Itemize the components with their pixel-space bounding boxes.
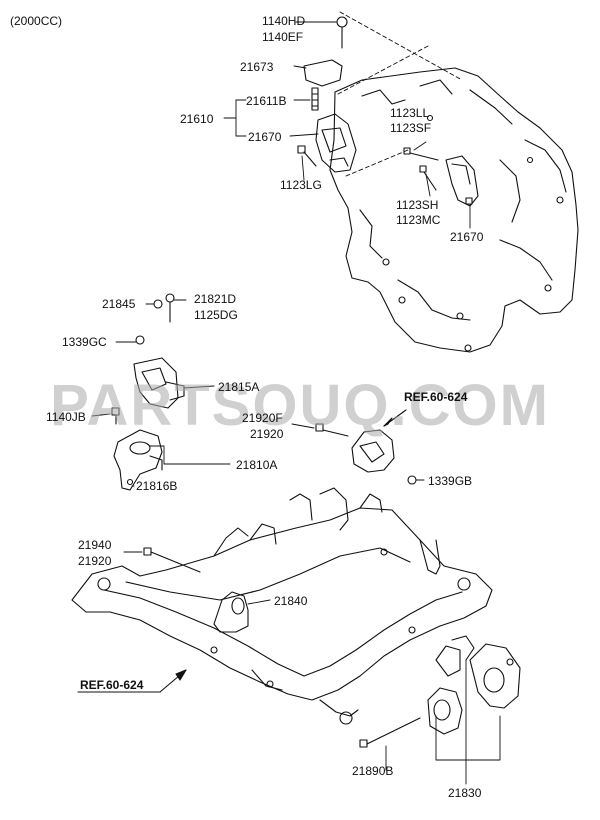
part-label-21920F[interactable]: 21920F [242,411,283,425]
part-label-21845[interactable]: 21845 [102,297,136,311]
part-label-1123LL[interactable]: 1123LL [390,106,430,120]
watermark: PARTSOUQ.COM [50,373,550,438]
ref-label-lower[interactable]: REF.60-624 [80,678,144,692]
right-mount-insulator [315,409,417,485]
lower-ref-arrow [77,669,187,693]
upper-mount-bracket [297,16,357,173]
part-label-1140HD[interactable]: 1140HD [262,14,306,28]
part-label-1339GC[interactable]: 1339GC [62,335,107,349]
alignment-lines [337,11,463,177]
part-label-21810A[interactable]: 21810A [236,458,278,472]
part-label-21610[interactable]: 21610 [180,112,214,126]
lower-right-mount [359,635,521,748]
part-label-21920-upper[interactable]: 21920 [250,427,284,441]
part-label-21611B[interactable]: 21611B [246,94,287,108]
part-label-1123SH[interactable]: 1123SH [396,198,439,212]
part-label-1123MC[interactable]: 1123MC [396,213,441,227]
part-label-21940[interactable]: 21940 [78,538,112,552]
part-label-1339GB[interactable]: 1339GB [428,474,473,488]
part-label-21920-lower[interactable]: 21920 [78,554,112,568]
part-label-21815A[interactable]: 21815A [218,380,260,394]
part-label-1140EF[interactable]: 1140EF [262,30,304,44]
part-label-21840[interactable]: 21840 [274,594,308,608]
sub-frame [71,487,493,725]
part-label-21670-lower[interactable]: 21670 [450,230,484,244]
variant-label: (2000CC) [10,14,63,28]
part-label-1123SF[interactable]: 1123SF [390,121,432,135]
part-label-21670-upper[interactable]: 21670 [248,130,282,144]
part-label-21821D[interactable]: 21821D [194,292,237,306]
left-mount-assembly [111,293,185,491]
part-label-1125DG[interactable]: 1125DG [194,308,238,322]
part-label-21830[interactable]: 21830 [448,786,482,800]
leader-lines [91,21,501,785]
part-label-21890B[interactable]: 21890B [352,764,394,778]
part-label-21673[interactable]: 21673 [240,60,274,74]
rear-mount [143,547,249,633]
part-label-21816B[interactable]: 21816B [136,479,178,493]
part-label-1123LG[interactable]: 1123LG [280,178,322,192]
ref-label-upper[interactable]: REF.60-624 [404,390,468,404]
engine-block [329,67,579,353]
part-label-1140JB[interactable]: 1140JB [46,410,86,424]
